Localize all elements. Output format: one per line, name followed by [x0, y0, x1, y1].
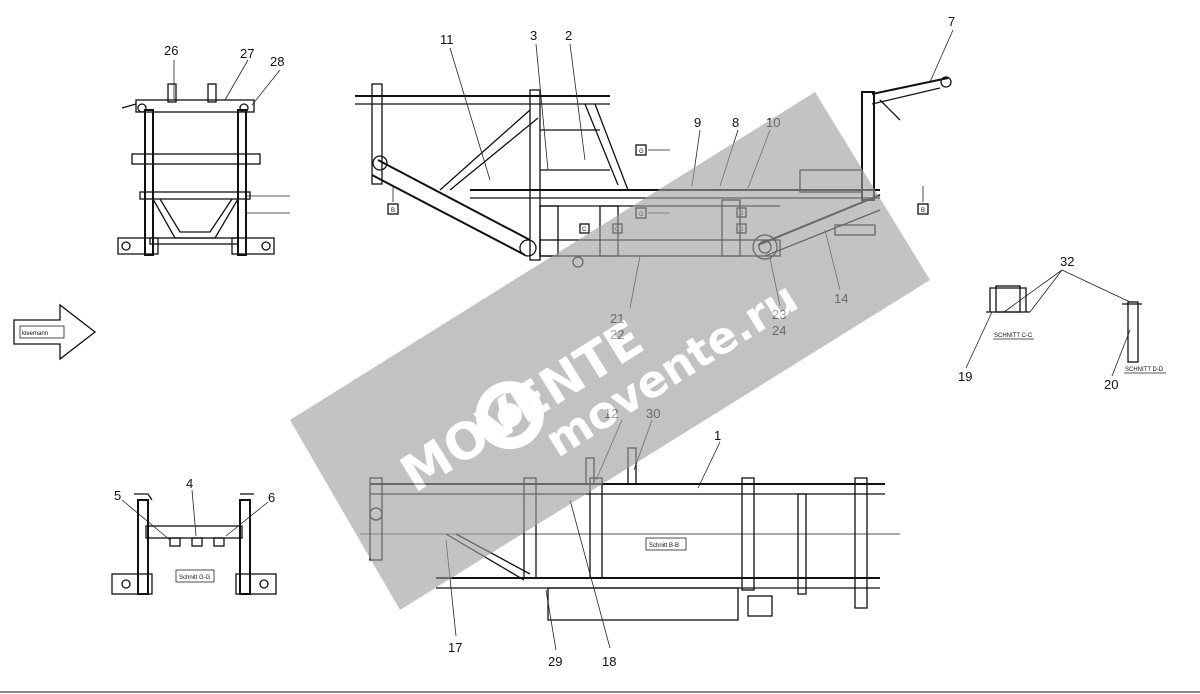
label-28: 28	[270, 54, 284, 69]
label-9: 9	[694, 115, 701, 130]
label-3: 3	[530, 28, 537, 43]
label-6: 6	[268, 490, 275, 505]
label-1: 1	[714, 428, 721, 443]
label-18: 18	[602, 654, 616, 669]
tag-c1: C	[582, 227, 587, 233]
label-17: 17	[448, 640, 462, 655]
label-32: 32	[1060, 254, 1074, 269]
label-7: 7	[948, 14, 955, 29]
label-26: 26	[164, 43, 178, 58]
label-8: 8	[732, 115, 739, 130]
logo-text: kleemann	[22, 331, 48, 337]
section-details-right: SCHNITT C-C SCHNITT D-D 32 19 20	[958, 254, 1166, 392]
caption-schnitt-dd: SCHNITT D-D	[1125, 367, 1164, 373]
tag-b-left: B	[391, 208, 395, 214]
section-gg-view: Schnitt G-G 5 4 6	[111, 476, 277, 595]
label-29: 29	[548, 654, 562, 669]
caption-schnitt-gg: Schnitt G-G	[179, 575, 211, 581]
kleemann-arrow-logo: kleemann	[13, 303, 97, 361]
label-11: 11	[440, 32, 454, 47]
label-4: 4	[186, 476, 193, 491]
caption-schnitt-bb: Schnitt B-B	[649, 543, 679, 549]
label-2: 2	[565, 28, 572, 43]
label-19: 19	[958, 369, 972, 384]
front-view-frame: 26 27 28	[117, 43, 290, 256]
tag-g-upper: G	[639, 149, 644, 155]
label-5: 5	[114, 488, 121, 503]
tag-b-right: B	[921, 208, 925, 214]
label-27: 27	[240, 46, 254, 61]
label-20: 20	[1104, 377, 1118, 392]
caption-schnitt-cc: SCHNITT C-C	[994, 333, 1033, 339]
